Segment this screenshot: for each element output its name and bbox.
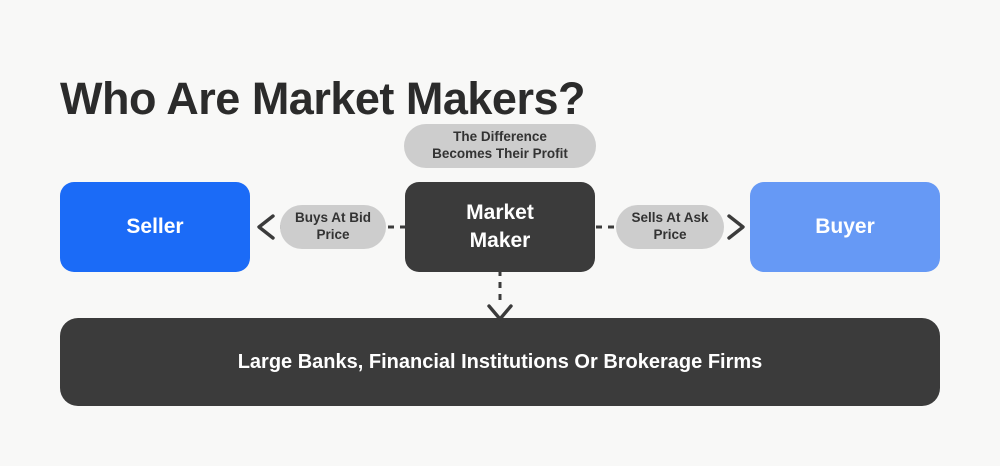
pill-buys-at-bid-price: Buys At Bid Price [280, 205, 386, 249]
pill-difference-profit-label: The Difference Becomes Their Profit [432, 129, 568, 161]
node-market-maker[interactable]: Market Maker [405, 182, 595, 272]
node-buyer-label: Buyer [815, 215, 875, 238]
node-institutions-label: Large Banks, Financial Institutions Or B… [237, 350, 763, 373]
node-seller[interactable]: Seller [60, 182, 250, 272]
node-market-maker-label: Market Maker [466, 201, 534, 252]
page-title: Who Are Market Makers? [60, 73, 585, 125]
arrow-market-maker-to-institutions-icon [487, 270, 513, 321]
pill-sells-at-ask-price: Sells At Ask Price [616, 205, 724, 249]
node-seller-label: Seller [126, 215, 184, 238]
node-buyer[interactable]: Buyer [750, 182, 940, 272]
node-institutions[interactable]: Large Banks, Financial Institutions Or B… [60, 318, 940, 406]
pill-buys-at-bid-price-label: Buys At Bid Price [294, 210, 371, 242]
pill-sells-at-ask-price-label: Sells At Ask Price [631, 210, 709, 242]
pill-difference-profit: The Difference Becomes Their Profit [404, 124, 596, 168]
